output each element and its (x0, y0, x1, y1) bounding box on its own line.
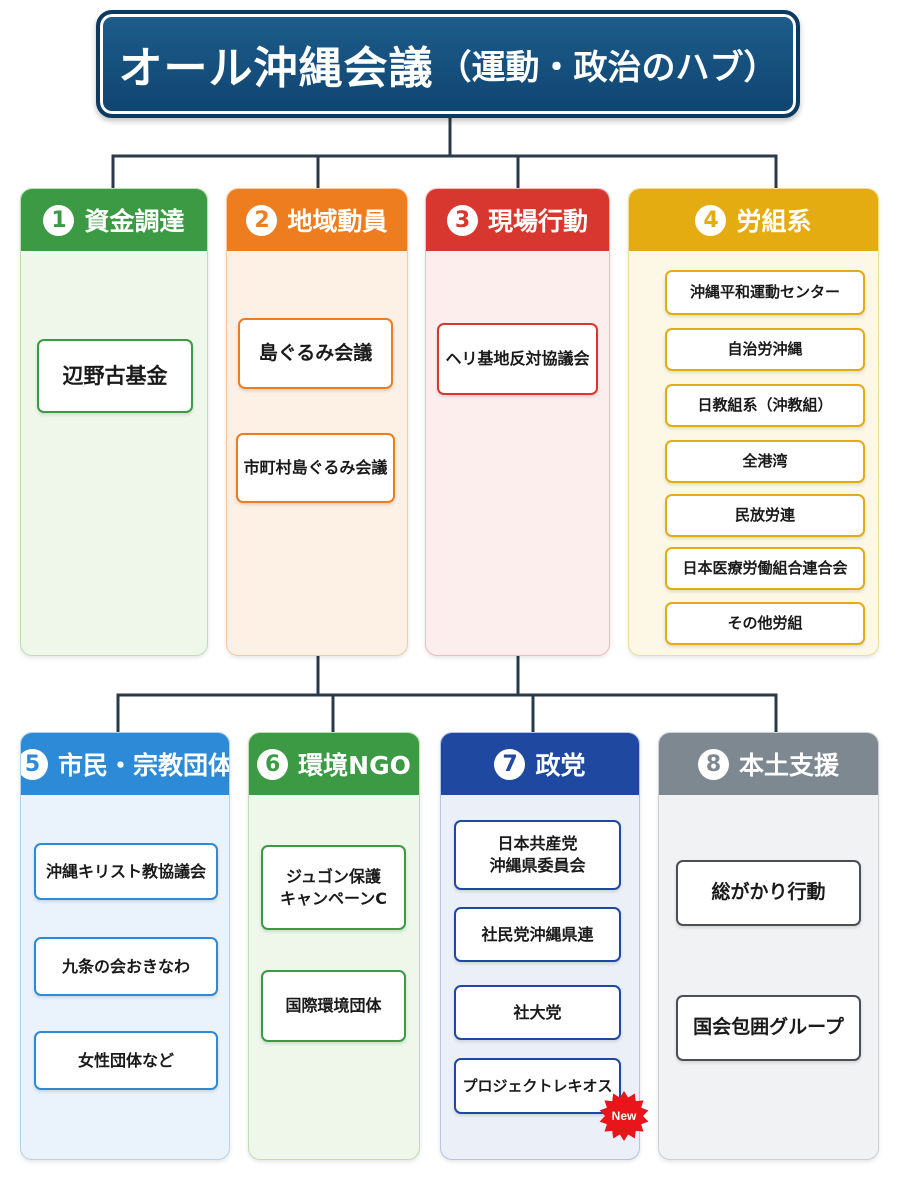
org-node: 沖縄平和運動センター (665, 270, 865, 315)
category-number: 3 (446, 204, 478, 236)
title-main: オール沖縄会議 (118, 43, 434, 94)
org-node: 総がかり行動 (676, 860, 861, 926)
org-node: 社民党沖縄県連 (454, 907, 621, 962)
category-header: 5 市民・宗教団体 (21, 733, 229, 795)
category-header: 8 本土支援 (659, 733, 878, 795)
category-number: 6 (257, 748, 289, 780)
category-label: 政党 (535, 751, 586, 780)
badge-text: New (612, 1109, 637, 1123)
badge-starburst-icon (599, 1091, 649, 1141)
org-node: 日教組系（沖教組） (665, 384, 865, 427)
category-label: 市民・宗教団体 (58, 751, 230, 780)
category-number: 5 (21, 748, 48, 780)
org-node: 社大党 (454, 985, 621, 1040)
org-node: 自治労沖縄 (665, 328, 865, 371)
category-number: 8 (697, 748, 729, 780)
title-sub: （運動・政治のハブ） (437, 47, 778, 88)
category-header: 6 環境NGO (249, 733, 419, 795)
category-number: 7 (494, 748, 526, 780)
category-number: 4 (695, 204, 727, 236)
org-node: 九条の会おきなわ (34, 937, 218, 996)
org-node: プロジェクトレキオス (454, 1058, 621, 1114)
category-label: 本土支援 (738, 751, 839, 780)
category-environment-ngo: 6 環境NGO (248, 732, 420, 1160)
category-header: 4 労組系 (629, 189, 878, 251)
category-number: 1 (43, 204, 75, 236)
org-node: その他労組 (665, 602, 865, 645)
org-node: 民放労連 (665, 494, 865, 537)
category-label: 資金調達 (84, 207, 185, 236)
org-node: 市町村島ぐるみ会議 (236, 433, 395, 503)
org-node: ヘリ基地反対協議会 (437, 323, 598, 395)
title-box: オール沖縄会議 （運動・政治のハブ） (96, 10, 800, 118)
category-label: 地域動員 (287, 207, 388, 236)
category-field-action: 3 現場行動 (425, 188, 610, 656)
org-node: 沖縄キリスト教協議会 (34, 843, 218, 900)
org-node: 日本医療労働組合連合会 (665, 547, 865, 590)
category-header: 3 現場行動 (426, 189, 609, 251)
category-label: 現場行動 (487, 207, 588, 236)
org-node: 日本共産党 沖縄県委員会 (454, 820, 621, 890)
category-label: 環境NGO (298, 751, 411, 780)
category-mainland-support: 8 本土支援 (658, 732, 879, 1160)
category-header: 2 地域動員 (227, 189, 407, 251)
category-funding: 1 資金調達 (20, 188, 208, 656)
org-node: 国会包囲グループ (676, 995, 861, 1061)
org-node: ジュゴン保護 キャンペーンC (261, 845, 406, 930)
category-header: 1 資金調達 (21, 189, 207, 251)
category-header: 7 政党 (441, 733, 639, 795)
org-node: 全港湾 (665, 440, 865, 483)
new-badge: New (599, 1091, 649, 1141)
category-mobilization: 2 地域動員 (226, 188, 408, 656)
org-node: 国際環境団体 (261, 970, 406, 1042)
org-node: 島ぐるみ会議 (238, 318, 393, 389)
category-number: 2 (246, 204, 278, 236)
org-node: 女性団体など (34, 1031, 218, 1090)
org-node: 辺野古基金 (37, 339, 193, 413)
category-label: 労組系 (736, 207, 812, 236)
